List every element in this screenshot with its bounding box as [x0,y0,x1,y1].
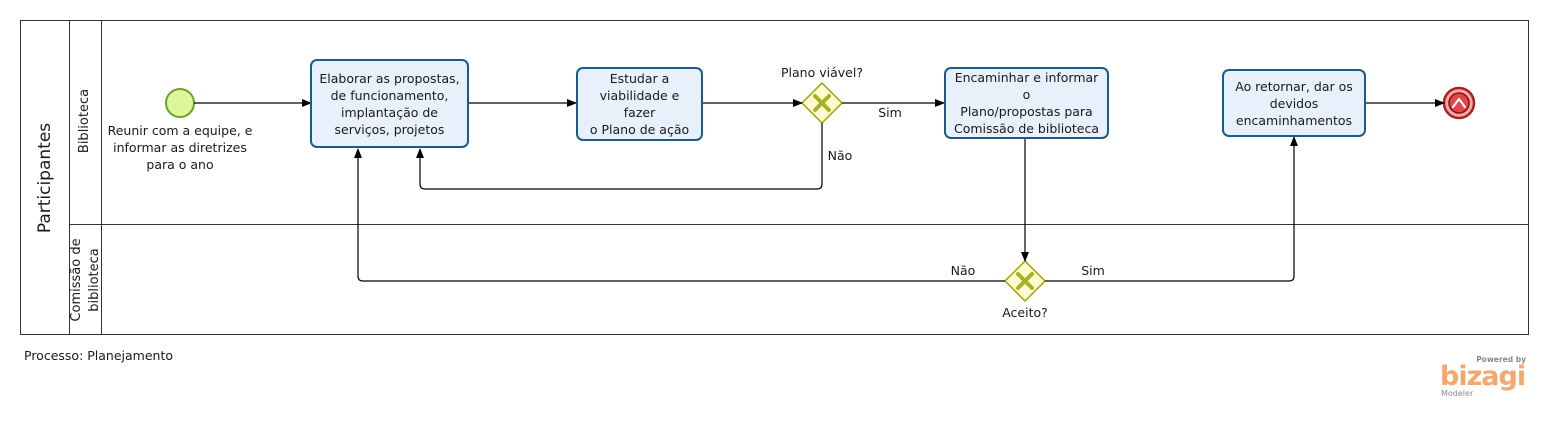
task-elaborar-propostas[interactable]: Elaborar as propostas, de funcionamento,… [310,59,469,148]
powered-by-text: Powered by [1476,355,1526,364]
lane-label-biblioteca: Biblioteca [77,88,92,154]
bizagi-logo: Powered by bizagi Modeler [1440,355,1530,399]
gateway-aceito-yes: Sim [1081,263,1105,278]
start-event[interactable] [165,88,195,118]
gateway-aceito-label: Aceito? [1002,305,1048,320]
task-encaminhar-plano[interactable]: Encaminhar e informar o Plano/propostas … [944,67,1109,139]
pool-label: Participantes [35,122,55,234]
gateway-plano-viavel[interactable] [800,81,844,125]
gateway-aceito-no: Não [950,263,976,278]
process-name: Processo: Planejamento [24,348,174,363]
gateway-plano-viavel-label: Plano viável? [781,65,863,80]
start-event-label: Reunir com a equipe, e informar as diret… [107,123,253,172]
brand-name: bizagi [1440,361,1526,392]
lane-label-comissao: Comissão de biblioteca [69,238,102,322]
flow-aceito-nao-to-elaborar [354,148,1005,282]
task-ao-retornar[interactable]: Ao retornar, dar os devidos encaminhamen… [1222,69,1366,137]
flow-gateway-nao-to-elaborar [416,123,823,190]
flow-aceito-sim-to-retornar [1045,136,1298,282]
end-event[interactable] [1442,86,1476,120]
gateway-aceito[interactable] [1003,259,1047,303]
gateway-plano-viavel-no: Não [827,148,853,163]
pool-border [20,20,1529,335]
brand-product: Modeler [1441,389,1474,398]
task-estudar-viabilidade[interactable]: Estudar a viabilidade e fazer o Plano de… [576,67,703,141]
gateway-plano-viavel-yes: Sim [878,105,902,120]
